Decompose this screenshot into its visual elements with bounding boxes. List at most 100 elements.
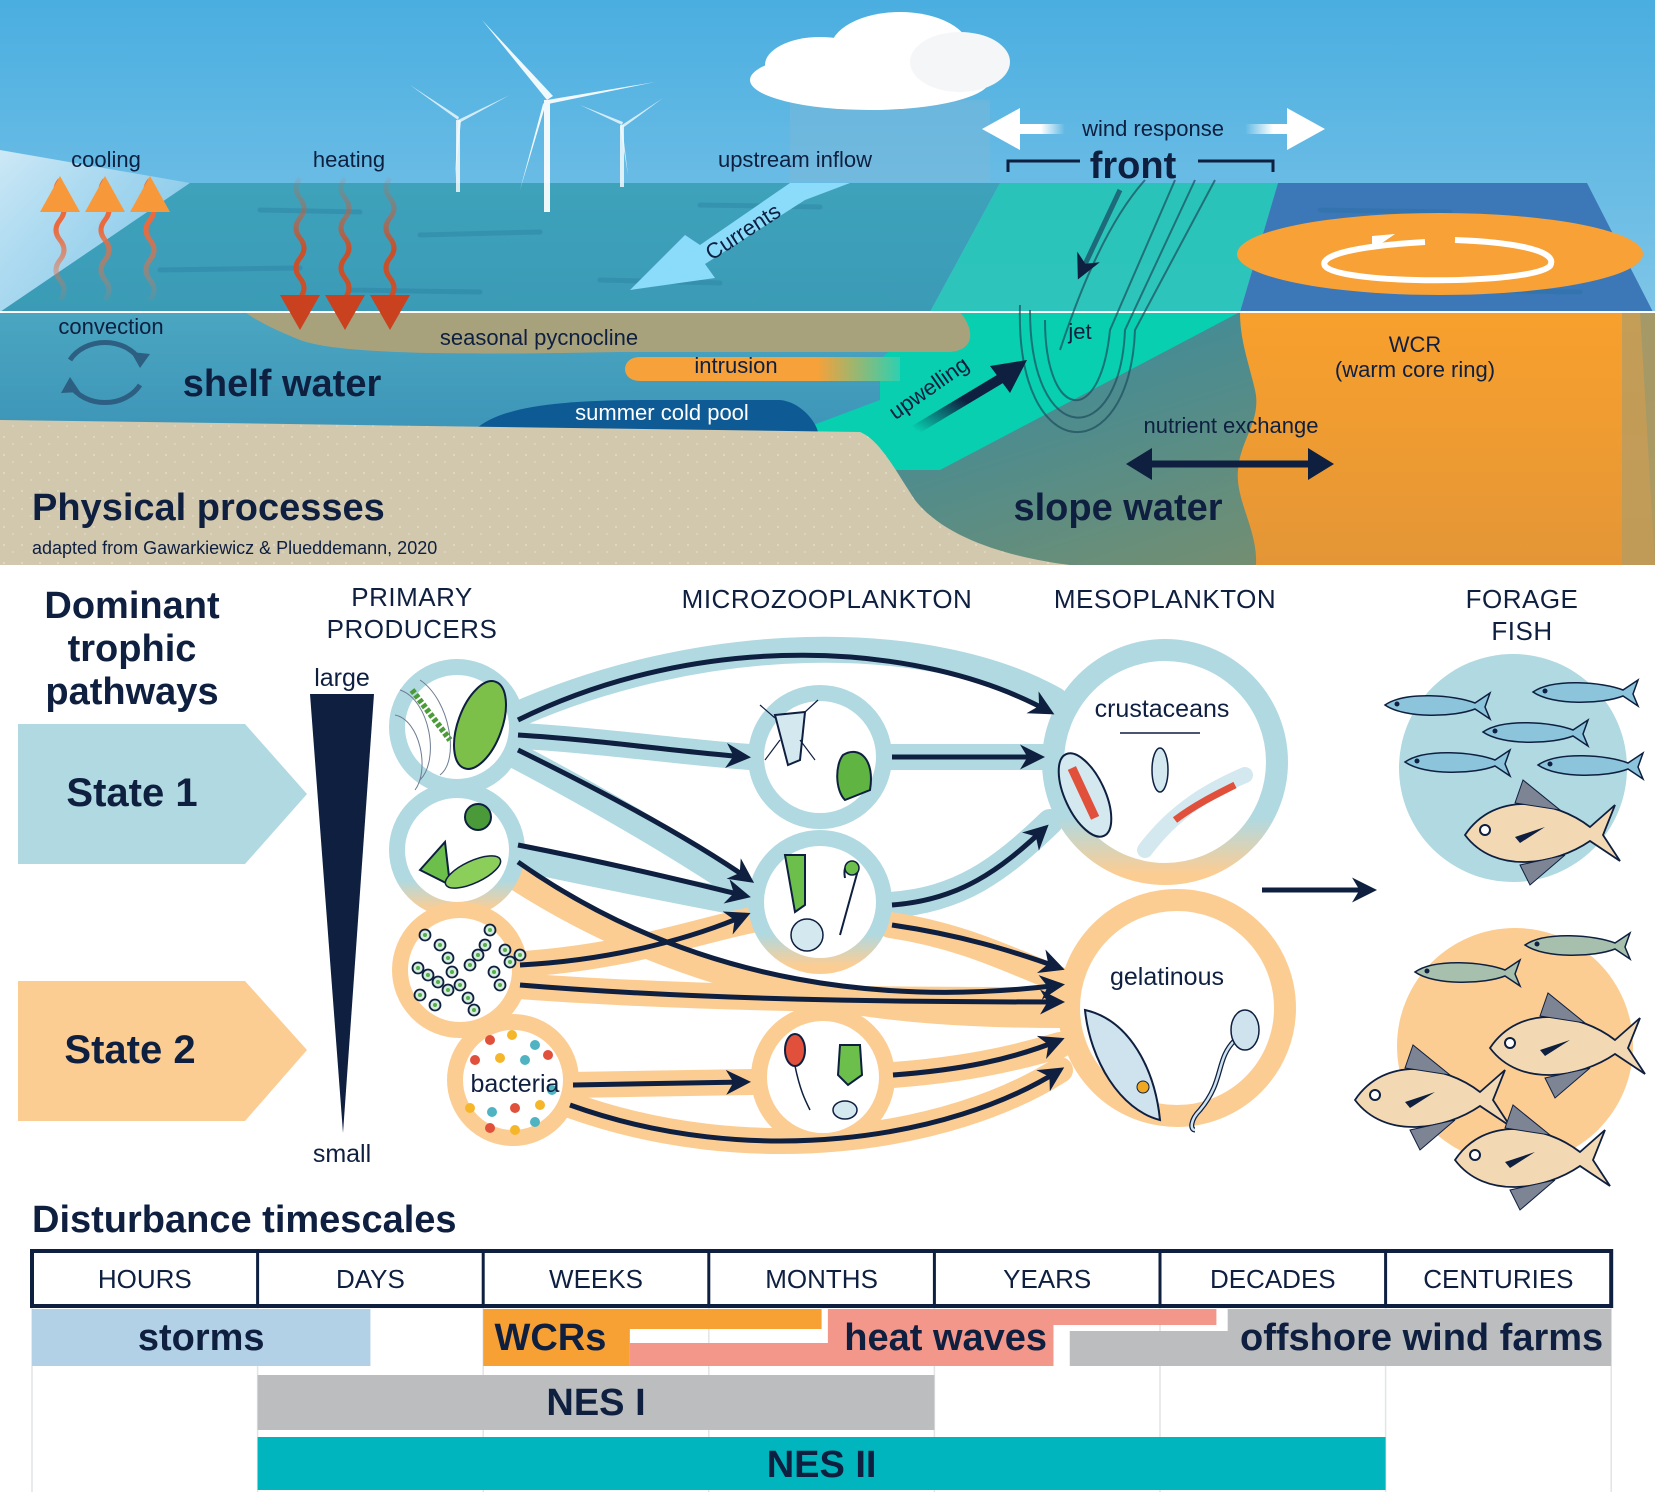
warm-core-ring-body [1237,312,1655,565]
seasonal-pycnocline-layer [245,312,971,354]
jet-label: jet [1067,319,1091,344]
seasonal-pycnocline-label: seasonal pycnocline [440,325,638,350]
wind-response-label: wind response [1081,116,1224,141]
timescale-header-frame [30,1249,1614,1308]
arrow-bacteria-to-micro-3 [572,1069,751,1095]
timescale-column-hours: HOURS [98,1264,192,1294]
picoplankton-cells-icon [411,923,527,1017]
bar-nes-i-label: NES I [546,1382,645,1424]
trophic-title-line-3: pathways [45,671,218,713]
intrusion-label: intrusion [694,353,777,378]
bacteria-cells-icon [465,1030,557,1135]
tintinnid-icon [783,854,860,952]
butterfish-icon [1353,1044,1511,1151]
convection-cycle-icon [61,340,150,405]
herring-icon [1413,958,1522,988]
wind-response-arrow-left-shaft [1005,124,1065,134]
bacteria-label: bacteria [471,1070,560,1098]
node-gelatinous[interactable] [1058,889,1296,1127]
timescale-column-decades: DECADES [1210,1264,1336,1294]
bar-nes-i[interactable]: NES I [257,1375,935,1430]
bar-heat-waves[interactable]: heat waves [629,1309,1217,1366]
node-micro-2[interactable] [748,830,892,974]
front-bracket [1006,159,1275,172]
dinoflagellate-icon [418,803,502,889]
gelatinous-label: gelatinous [1110,963,1224,991]
size-scale-large-label: large [314,664,370,692]
forage-fish-icons [1353,678,1646,1211]
bar-wcrs[interactable]: WCRs [483,1309,822,1366]
wind-response-arrow-right-shaft [1245,124,1315,134]
herring-icon [1383,691,1492,721]
node-picophytoplankton[interactable] [392,902,528,1038]
herring-icon [1523,931,1632,961]
nanoflagellate-icon [784,1033,864,1120]
node-micro-3[interactable] [751,1005,895,1149]
timescale-bars: storms heat waves WCRs offshore wind farmsN… [32,1309,1612,1490]
crustaceans-icon [1057,732,1253,858]
bar-nes-ii-label: NES II [767,1444,877,1486]
arrow-pico-to-micro-2 [519,911,751,968]
cooling-label: cooling [71,147,141,172]
arrow-large-phyto-to-micro-1 [517,732,751,768]
slope-water-label: slope water [1013,487,1222,529]
arrow-micro-2-to-crustaceans [891,824,1049,908]
upwelling-arrowhead [990,360,1027,393]
state-1-arrow[interactable] [18,724,307,864]
column-header-primary-line-2: PRODUCERS [327,614,498,644]
bar-nes-ii[interactable]: NES II [257,1437,1386,1490]
rain-cloud-icon [750,12,1010,182]
bar-offshore-wind-farms[interactable]: offshore wind farms [1069,1309,1612,1366]
crustaceans-label: crustaceans [1095,695,1230,723]
state-2-arrow[interactable] [18,981,307,1121]
bar-wcrs-label: WCRs [494,1317,606,1359]
wcr-rotation-arrow[interactable] [1321,237,1555,284]
wind-response-arrowhead-right [1287,108,1325,150]
arrow-small-phyto-to-micro-2 [517,842,751,904]
trophic-pathways-panel: Dominant trophic pathways State 1 State … [18,582,1646,1211]
trophic-pathway-arrows [516,652,1065,1144]
bar-storms[interactable]: storms [32,1309,371,1366]
arrow-micro-2-to-gelatinous [891,922,1065,973]
timescales-title: Disturbance timescales [32,1199,457,1241]
arrow-large-phyto-to-micro-2 [516,747,755,883]
shelf-water-label: shelf water [183,363,382,405]
herring-icon [1481,718,1590,748]
node-small-phytoplankton[interactable] [389,782,525,918]
herring-icon [1536,751,1645,781]
bar-storms-label: storms [138,1317,265,1359]
arrow-pico-to-gelatinous [519,982,1065,1015]
arrow-micro-3-to-gelatinous [892,1035,1065,1078]
heating-arrows [280,176,410,330]
nutrient-exchange-label: nutrient exchange [1144,413,1319,438]
bar-offshore-wind-farms-label: offshore wind farms [1240,1317,1603,1359]
currents-arrow[interactable] [630,183,850,290]
diatom-icon [394,679,507,791]
summer-cold-pool-label: summer cold pool [575,400,749,425]
physical-processes-title: Physical processes [32,487,385,529]
timescale-column-years: YEARS [1003,1264,1091,1294]
bar-heat-waves-label: heat waves [844,1317,1047,1359]
timescale-column-weeks: WEEKS [549,1264,643,1294]
intrusion-layer [625,357,900,381]
gelatinous-icon [1083,1008,1260,1133]
column-header-forage-line-1: FORAGE [1466,584,1579,614]
arrow-small-phyto-to-gelatinous [516,859,1065,1000]
wcr-rotation-arrowhead [1372,234,1395,250]
timescale-column-centuries: CENTURIES [1423,1264,1573,1294]
column-header-microzooplankton: MICROZOOPLANKTON [682,584,973,614]
upwelling-arrow [912,365,1018,435]
herring-icon [1403,748,1512,778]
wcr-full-label: (warm core ring) [1335,357,1495,382]
size-scale-wedge [310,694,374,1133]
butterfish-icon [1463,779,1621,886]
nutrient-exchange-arrowhead-left [1126,448,1152,480]
herring-icon [1531,678,1640,708]
wcr-label: WCR [1389,332,1442,357]
jet-arrow [1077,188,1123,280]
wind-turbine-icon [410,20,663,212]
heating-label: heating [313,147,385,172]
wind-response-arrowhead-left [982,108,1020,150]
